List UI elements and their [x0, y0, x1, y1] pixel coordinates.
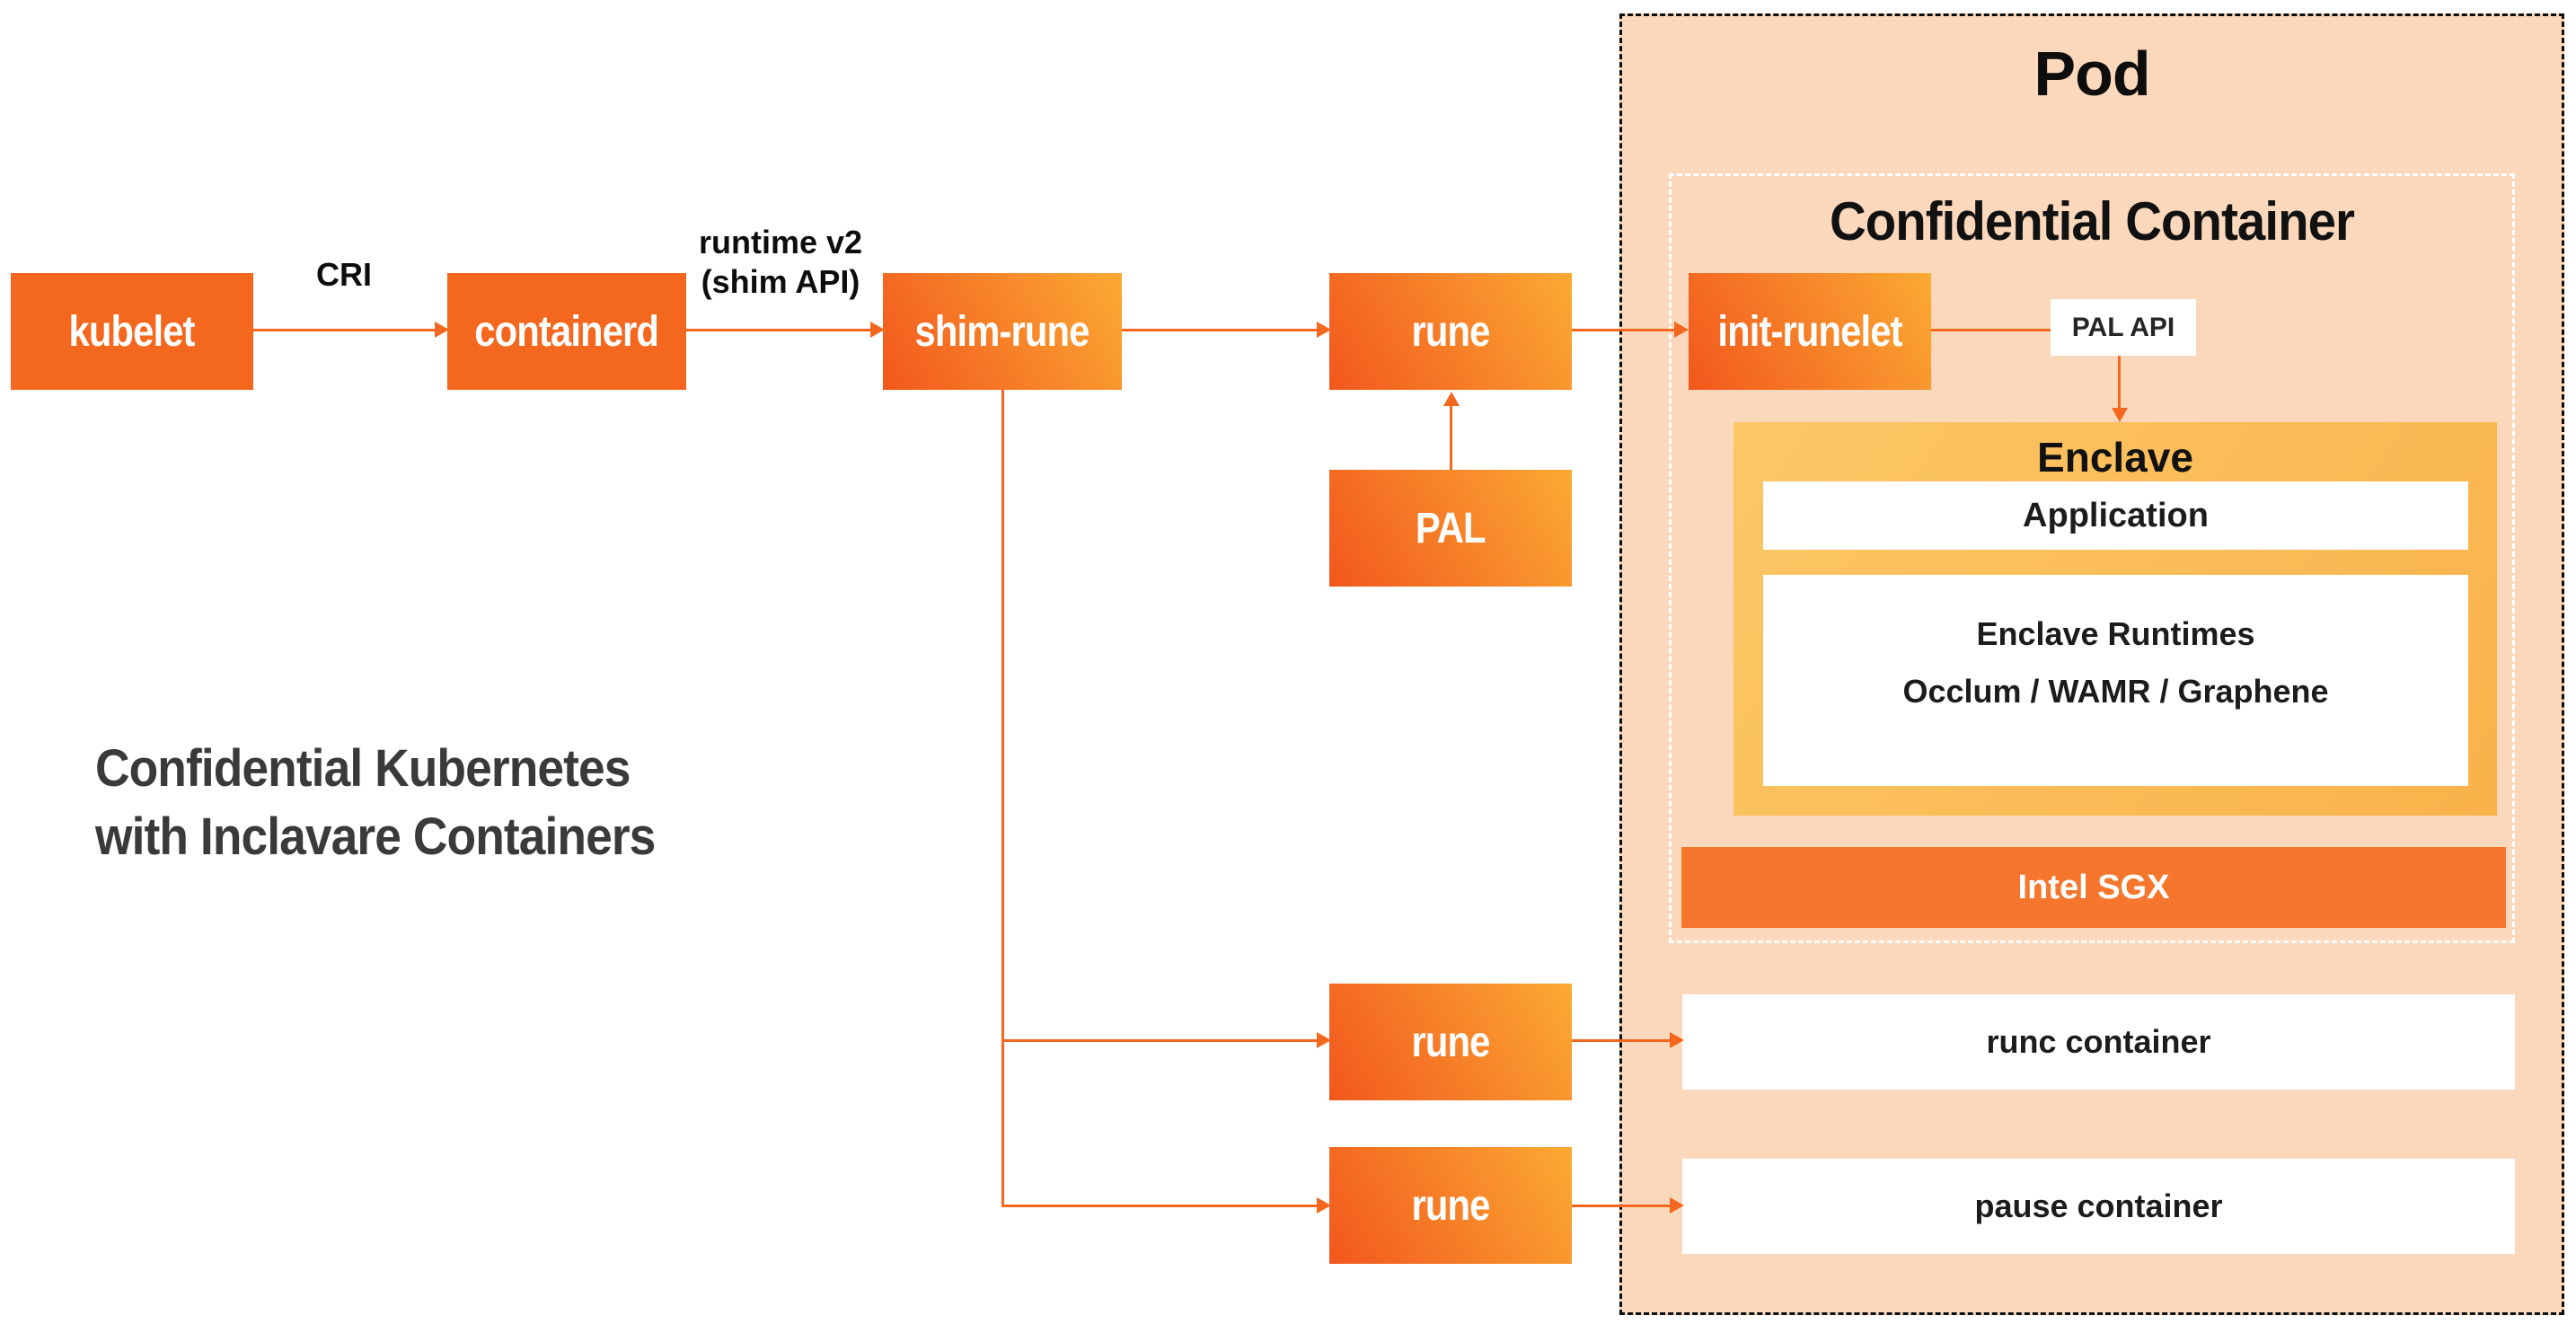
containerd-label: containerd: [474, 307, 660, 356]
edge-rune-initrunelet: [1572, 329, 1676, 331]
kubelet-node: kubelet: [11, 273, 253, 390]
intel-sgx-label: Intel SGX: [2017, 868, 2170, 906]
edge-shimrune-trunk: [1001, 390, 1004, 1207]
edge-label-runtime-v2: runtime v2 (shim API): [668, 223, 893, 302]
enclave-title: Enclave: [2037, 434, 2193, 481]
pal-api-label: PAL API: [2071, 312, 2175, 342]
application-label: Application: [2023, 496, 2209, 534]
edge-pal-rune: [1450, 404, 1452, 470]
pal-api-box: PAL API: [2051, 299, 2196, 356]
edge-palapi-enclave: [2118, 356, 2121, 410]
edge-shimrune-rune: [1122, 329, 1317, 331]
diagram-caption: Confidential Kubernetes with Inclavare C…: [95, 735, 656, 871]
enclave-runtimes-label: Enclave Runtimes: [1976, 614, 2255, 652]
arrowhead-rune-initrunelet: [1674, 322, 1689, 338]
enclave-runtimes-box: Enclave Runtimes Occlum / WAMR / Graphen…: [1763, 575, 2468, 786]
pal-label: PAL: [1416, 504, 1486, 552]
runc-container-box: runc container: [1682, 994, 2515, 1090]
pal-node: PAL: [1329, 470, 1572, 587]
runc-container-label: runc container: [1986, 1023, 2211, 1060]
rune-middle-label: rune: [1411, 1018, 1490, 1066]
rune-node-top: rune: [1329, 273, 1572, 390]
init-runelet-label: init-runelet: [1717, 307, 1902, 356]
arrowhead-shimrune-rune: [1317, 322, 1331, 338]
edge-runemiddle-runc: [1572, 1039, 1672, 1042]
intel-sgx-bar: Intel SGX: [1681, 847, 2506, 928]
caption-line-2: with Inclavare Containers: [95, 808, 656, 866]
arrowhead-trunk-runemiddle: [1317, 1032, 1331, 1048]
arrowhead-pal-rune: [1443, 392, 1460, 406]
edge-initrunelet-palapi: [1931, 329, 2051, 331]
edge-runebottom-pause: [1572, 1205, 1672, 1207]
pod-title: Pod: [2033, 39, 2150, 109]
edge-label-runtime-v2-line2: (shim API): [701, 263, 860, 300]
edge-label-runtime-v2-line1: runtime v2: [698, 224, 863, 260]
rune-node-middle: rune: [1329, 984, 1572, 1100]
arrowhead-runebottom-pause: [1670, 1197, 1684, 1214]
edge-label-cri: CRI: [316, 256, 372, 293]
containerd-node: containerd: [447, 273, 686, 390]
arrowhead-trunk-runebottom: [1317, 1197, 1331, 1214]
enclave-runtimes-list: Occlum / WAMR / Graphene: [1902, 672, 2329, 710]
application-box: Application: [1763, 481, 2468, 550]
pause-container-label: pause container: [1974, 1187, 2223, 1224]
caption-line-1: Confidential Kubernetes: [95, 739, 631, 798]
pause-container-box: pause container: [1682, 1159, 2515, 1254]
arrowhead-runemiddle-runc: [1670, 1032, 1684, 1048]
shim-rune-label: shim-rune: [914, 307, 1090, 356]
edge-trunk-runemiddle: [1001, 1039, 1317, 1042]
rune-top-label: rune: [1411, 307, 1490, 356]
rune-node-bottom: rune: [1329, 1147, 1572, 1264]
rune-bottom-label: rune: [1411, 1181, 1490, 1230]
arrowhead-kubelet-containerd: [435, 322, 449, 338]
kubelet-label: kubelet: [68, 307, 196, 356]
edge-trunk-runebottom: [1001, 1205, 1317, 1207]
confidential-container-title: Confidential Container: [1829, 191, 2355, 252]
arrowhead-containerd-shimrune: [870, 322, 885, 338]
shim-rune-node: shim-rune: [883, 273, 1122, 390]
confidential-container-group: [1669, 173, 2515, 943]
arrowhead-palapi-enclave: [2112, 408, 2128, 422]
init-runelet-node: init-runelet: [1689, 273, 1931, 390]
edge-containerd-shimrune: [686, 329, 870, 331]
edge-kubelet-containerd: [253, 329, 435, 331]
